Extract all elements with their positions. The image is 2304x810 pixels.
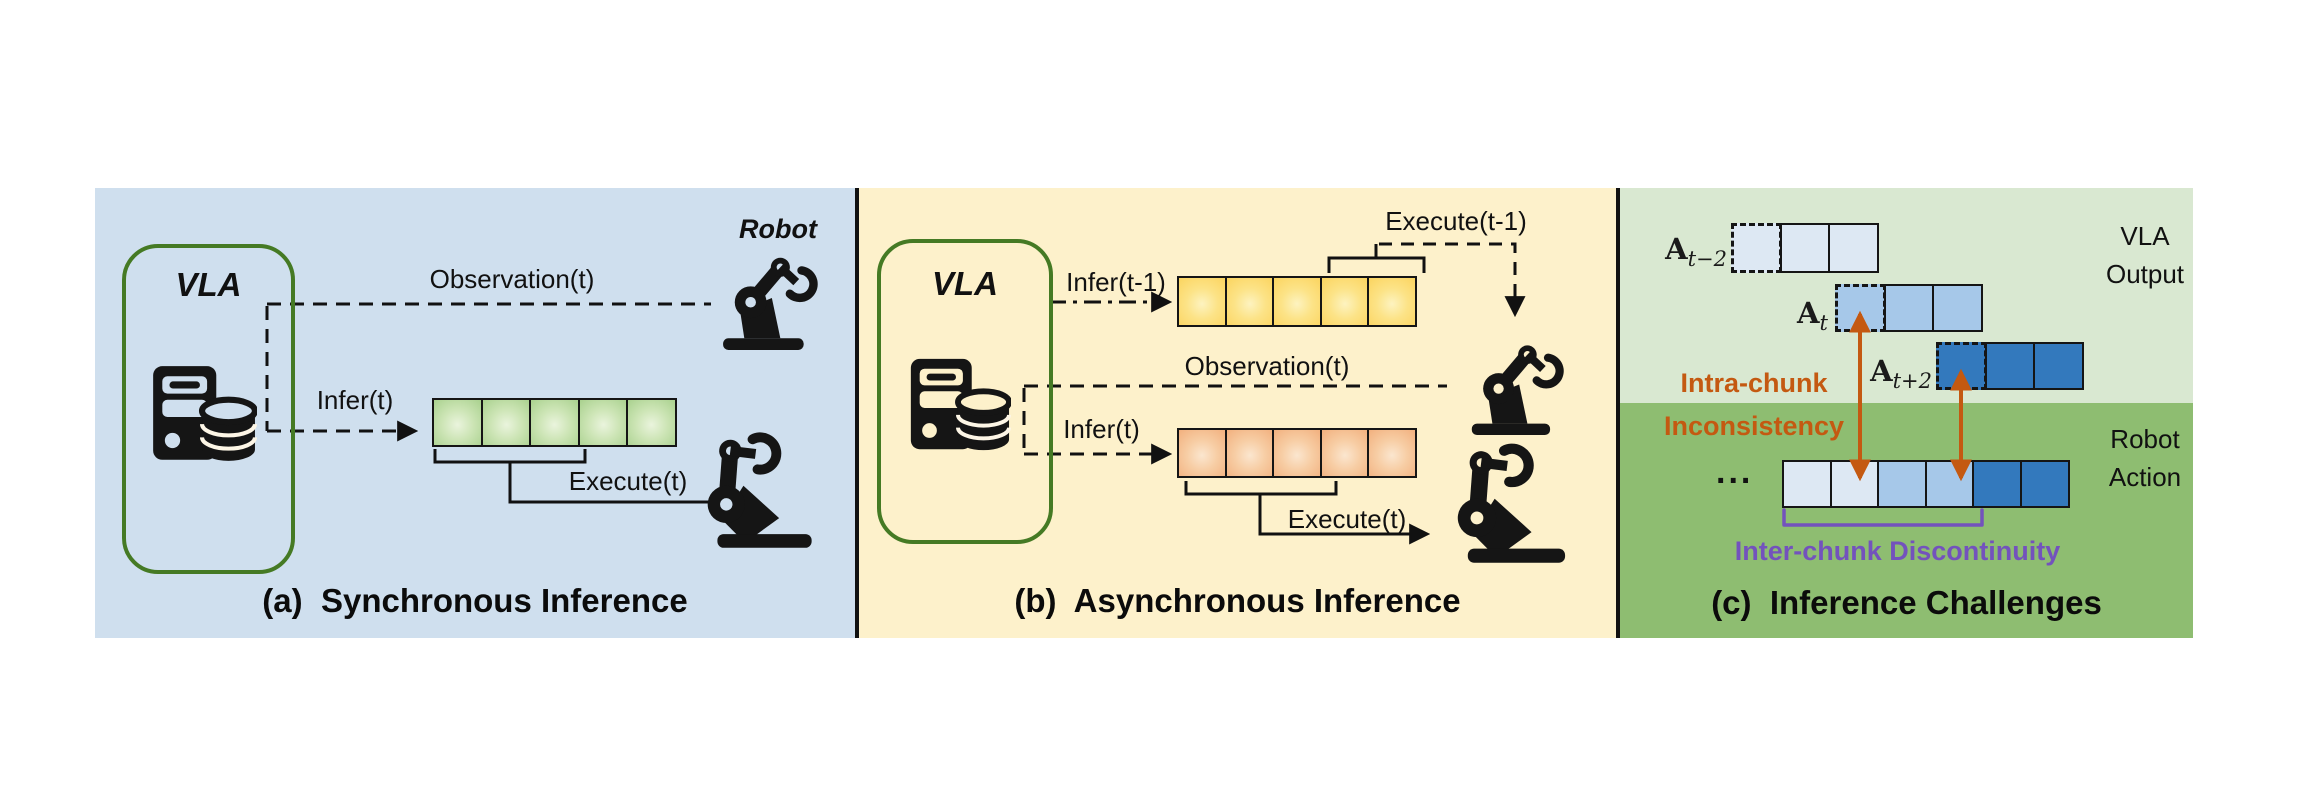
observation-label: Observation(t) [429, 264, 595, 294]
infer-label: Infer(t) [1063, 414, 1140, 444]
panel-c-caption: (c) Inference Challenges [1711, 584, 2102, 621]
chunk-square [1224, 428, 1275, 478]
execute-label: Execute(t) [568, 466, 688, 496]
chunk-square [1319, 428, 1370, 478]
action-chunk-green [432, 398, 677, 447]
vla-label: VLA [175, 266, 242, 303]
chunk-square [1177, 276, 1227, 327]
chunk-square [529, 398, 580, 447]
chunk-label-t-minus-2: At−2 [1665, 232, 1727, 271]
robot-label: Robot [739, 214, 817, 244]
vla-chunk-t [1835, 284, 1983, 332]
panel-b-caption: (b) Asynchronous Inference [1014, 582, 1461, 619]
chunk-square [1932, 284, 1983, 332]
observation-label: Observation(t) [1184, 351, 1350, 381]
robot-arm-icon-tilted [1455, 432, 1583, 568]
ellipsis-dots: ... [1716, 453, 1754, 491]
chunk-square [1828, 223, 1879, 273]
vla-chunk-t-plus-2 [1936, 342, 2084, 390]
chunk-square [432, 398, 483, 447]
action-square [1782, 460, 1832, 508]
execute-prev-label: Execute(t-1) [1385, 206, 1527, 236]
chunk-square [1779, 223, 1831, 273]
chunk-square [626, 398, 677, 447]
chunk-square-dashed [1936, 342, 1987, 390]
action-square [1924, 460, 1975, 508]
chunk-label-t: At [1797, 296, 1828, 335]
chunk-square [2033, 342, 2084, 390]
intra-chunk-label-line1: Intra-chunk [1680, 368, 1828, 398]
chunk-square [480, 398, 532, 447]
vla-model-box: VLA [877, 239, 1053, 544]
chunk-square [1367, 428, 1417, 478]
chunk-square [1272, 276, 1322, 327]
chunk-square [1883, 284, 1935, 332]
panel-inference-challenges: At−2 At At+2 VLA Output Intra-chunk [1620, 188, 2193, 638]
robot-arm-icon [1457, 333, 1569, 436]
infer-label: Infer(t) [316, 385, 394, 415]
action-square [1829, 460, 1880, 508]
vla-label: VLA [932, 265, 998, 302]
panel-synchronous-inference: VLA Observation(t) Robot [95, 188, 855, 638]
curr-action-chunk-orange [1177, 428, 1417, 478]
inter-chunk-label: Inter-chunk Discontinuity [1734, 536, 2061, 566]
panel-a-caption: (a) Synchronous Inference [262, 582, 688, 619]
chunk-square [1367, 276, 1417, 327]
prev-action-chunk-yellow [1177, 276, 1417, 327]
chunk-square [577, 398, 629, 447]
panel-asynchronous-inference: VLA Execute(t-1) Infer(t-1) [855, 188, 1620, 638]
chunk-square [1984, 342, 2036, 390]
robot-action-row [1782, 460, 2070, 508]
vla-output-label: VLA Output [2105, 221, 2185, 289]
execute-label: Execute(t) [1287, 504, 1407, 534]
vla-model-box: VLA [122, 244, 295, 574]
robot-arm-icon [708, 245, 823, 351]
vla-chunk-t-minus-2 [1731, 223, 1879, 273]
chunk-square-dashed [1835, 284, 1886, 332]
chunk-square [1224, 276, 1275, 327]
server-database-icon [145, 364, 257, 466]
action-square [2019, 460, 2070, 508]
chunk-square [1272, 428, 1322, 478]
action-square [1972, 460, 2022, 508]
server-database-icon [903, 356, 1011, 456]
chunk-square-dashed [1731, 223, 1782, 273]
chunk-square [1319, 276, 1370, 327]
robot-action-label: Robot Action [2108, 424, 2182, 492]
chunk-square [1177, 428, 1227, 478]
infer-prev-label: Infer(t-1) [1066, 267, 1166, 297]
robot-arm-icon-tilted [705, 420, 829, 554]
chunk-label-t-plus-2: At+2 [1870, 354, 1932, 393]
action-square [1877, 460, 1927, 508]
intra-chunk-label-line2: Inconsistency [1663, 411, 1845, 441]
